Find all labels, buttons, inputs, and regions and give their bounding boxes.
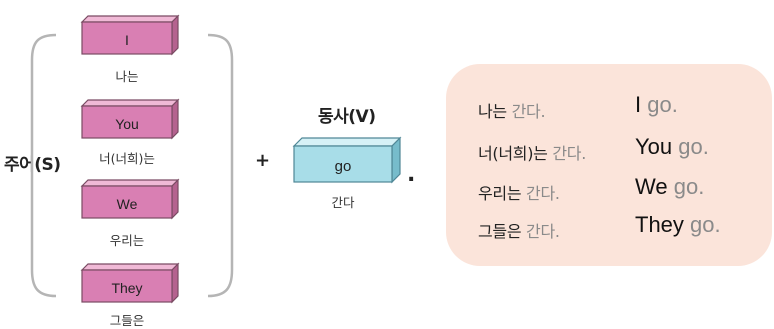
subject-block-they (80, 262, 180, 304)
verb-word-go: go (334, 158, 352, 175)
subject-word-they: They (111, 280, 143, 296)
example-korean: 그들은 간다. (478, 222, 560, 241)
example-korean: 너(너희)는 간다. (478, 144, 586, 163)
example-panel: 나는 간다. I go. 너(너희)는 간다. You go. 우리는 간다. … (446, 64, 772, 266)
subject-meaning-you: 너(너희)는 (99, 151, 155, 166)
example-english: They go. (635, 212, 721, 237)
subject-block-we (80, 178, 180, 220)
period-mark: . (407, 162, 416, 187)
subject-block-i (80, 14, 180, 56)
subject-meaning-i: 나는 (115, 69, 139, 84)
subject-meaning-we: 우리는 (109, 233, 145, 248)
example-english: We go. (635, 174, 705, 199)
subject-meaning-they: 그들은 (109, 313, 145, 328)
verb-block-go (292, 136, 402, 184)
verb-label: 동사(V) (318, 107, 376, 127)
subject-word-we: We (116, 196, 138, 212)
example-row: 너(너희)는 간다. You go. (478, 132, 774, 166)
example-row: 그들은 간다. They go. (478, 210, 774, 244)
example-row: 우리는 간다. We go. (478, 172, 774, 206)
example-english: I go. (635, 92, 678, 117)
subject-bracket (30, 33, 234, 298)
plus-sign: + (255, 150, 271, 171)
subject-word-you: You (115, 116, 139, 132)
subject-block-you (80, 98, 180, 140)
example-english: You go. (635, 134, 709, 159)
verb-meaning-go: 간다 (331, 195, 355, 210)
example-korean: 우리는 간다. (478, 184, 560, 203)
example-korean: 나는 간다. (478, 102, 546, 121)
subject-word-i: I (125, 32, 129, 48)
example-row: 나는 간다. I go. (478, 90, 774, 124)
